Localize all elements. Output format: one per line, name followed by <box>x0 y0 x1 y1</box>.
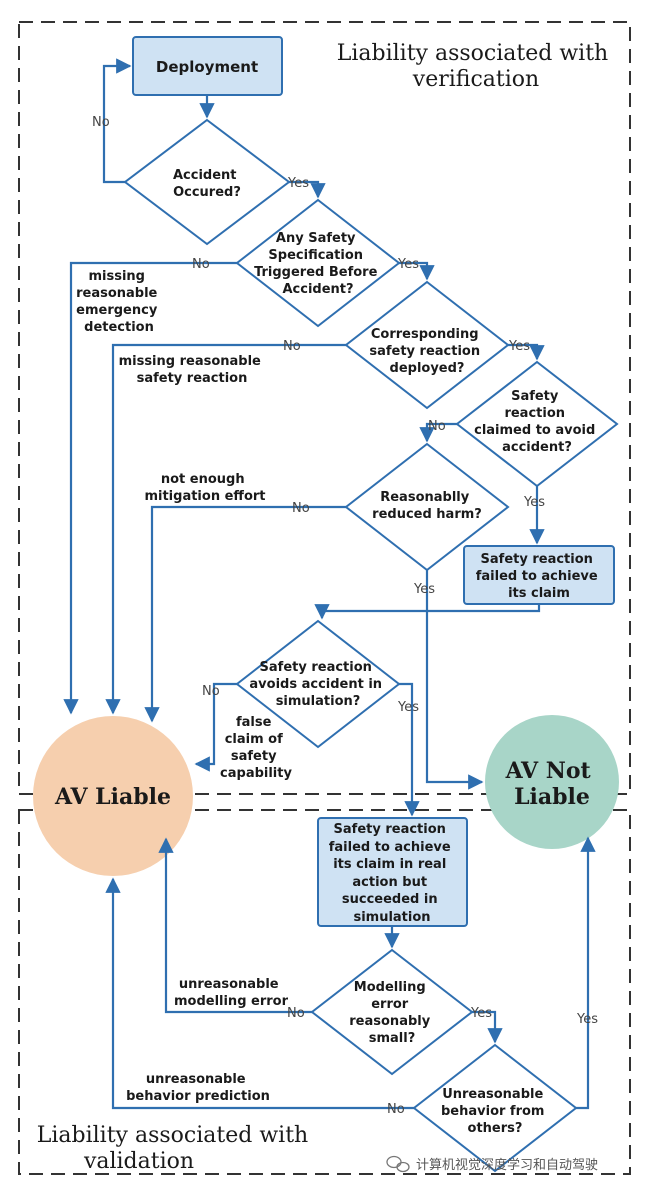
edge-behavior-yes <box>576 836 596 1110</box>
av-liable-node <box>33 716 193 876</box>
accident-diamond <box>123 118 291 246</box>
edge-sim-yes <box>399 682 420 817</box>
false-claim-label: false claim of safety capability <box>220 715 292 781</box>
edge-harm-no <box>144 505 346 723</box>
wechat-icon <box>386 1155 410 1173</box>
deployment-box <box>132 36 283 96</box>
unreasonable-prediction-label: unreasonable behavior prediction <box>126 1072 270 1104</box>
no-label-spec: No <box>192 257 210 272</box>
missing-emergency-label: missing reasonable emergency detection <box>76 269 162 335</box>
verification-region <box>18 21 631 795</box>
yes-label-modelling: Yes <box>470 1006 492 1021</box>
unreasonable-behavior-diamond <box>412 1043 578 1173</box>
wechat-watermark: 计算机视觉深度学习和自动驾驶 <box>386 1155 598 1173</box>
avoids-sim-diamond <box>235 619 401 749</box>
no-label-harm: No <box>292 501 310 516</box>
watermark-text: 计算机视觉深度学习和自动驾驶 <box>416 1157 598 1173</box>
av-not-liable-node <box>485 715 619 849</box>
modelling-small-diamond <box>310 948 474 1076</box>
yes-label-reaction: Yes <box>508 339 530 354</box>
edge-reaction-no <box>105 343 346 715</box>
spec-triggered-diamond <box>235 198 401 328</box>
yes-label-claimed: Yes <box>523 495 545 510</box>
verification-title: Liability associated with verification <box>337 41 615 92</box>
no-label-accident: No <box>92 115 110 130</box>
edge-modelling-no <box>158 837 312 1014</box>
no-label-claimed: No <box>428 419 446 434</box>
claimed-avoid-label: Safety reaction claimed to avoid acciden… <box>474 389 600 455</box>
deployment-label: Deployment <box>156 58 258 76</box>
edge-behavior-no <box>105 877 414 1110</box>
no-label-reaction: No <box>283 339 301 354</box>
yes-label-accident: Yes <box>287 176 309 191</box>
edge-sim-no <box>194 682 237 772</box>
edge-accident-yes <box>289 180 326 199</box>
missing-reaction-label: missing reasonable safety reaction <box>119 354 266 386</box>
not-enough-mitigation-label: not enough mitigation effort <box>144 472 265 504</box>
av-liable-label: AV Liable <box>54 784 171 810</box>
yes-label-harm: Yes <box>413 582 435 597</box>
av-not-liable-label: AV Not Liable <box>505 758 599 810</box>
edge-spec-yes <box>399 261 435 281</box>
reduced-harm-label: Reasonablly reduced harm? <box>372 490 482 522</box>
edge-harm-yes <box>425 570 484 790</box>
accident-label: Accident Occured? <box>173 168 241 200</box>
validation-title: Liability associated with validation <box>37 1123 315 1174</box>
unreasonable-behavior-label: Unreasonable behavior from others? <box>441 1087 549 1136</box>
validation-region <box>18 809 631 1175</box>
edge-failed-to-sim <box>314 604 541 620</box>
avoids-sim-label: Safety reaction avoids accident in simul… <box>249 660 386 709</box>
no-label-behavior: No <box>387 1102 405 1117</box>
failed-real-label: Safety reaction failed to achieve its cl… <box>329 822 456 925</box>
modelling-small-label: Modelling error reasonably small? <box>349 980 434 1046</box>
edge-accident-no-loop <box>102 58 132 184</box>
reaction-deployed-diamond <box>344 280 510 410</box>
spec-triggered-label: Any Safety Specification Triggered Befor… <box>254 231 382 297</box>
edge-claimed-no <box>419 422 457 443</box>
yes-label-spec: Yes <box>397 257 419 272</box>
failed-claim-label: Safety reaction failed to achieve its cl… <box>476 552 603 601</box>
edge-modelling-yes <box>472 1010 503 1044</box>
edge-spec-no <box>63 261 237 715</box>
unreasonable-modelling-label: unreasonable modelling error <box>174 977 289 1009</box>
reaction-deployed-label: Corresponding safety reaction deployed? <box>369 327 484 376</box>
no-label-sim: No <box>202 684 220 699</box>
yes-label-behavior: Yes <box>576 1012 598 1027</box>
yes-label-sim: Yes <box>397 700 419 715</box>
no-label-modelling: No <box>287 1006 305 1021</box>
edge-reaction-yes <box>508 343 545 361</box>
